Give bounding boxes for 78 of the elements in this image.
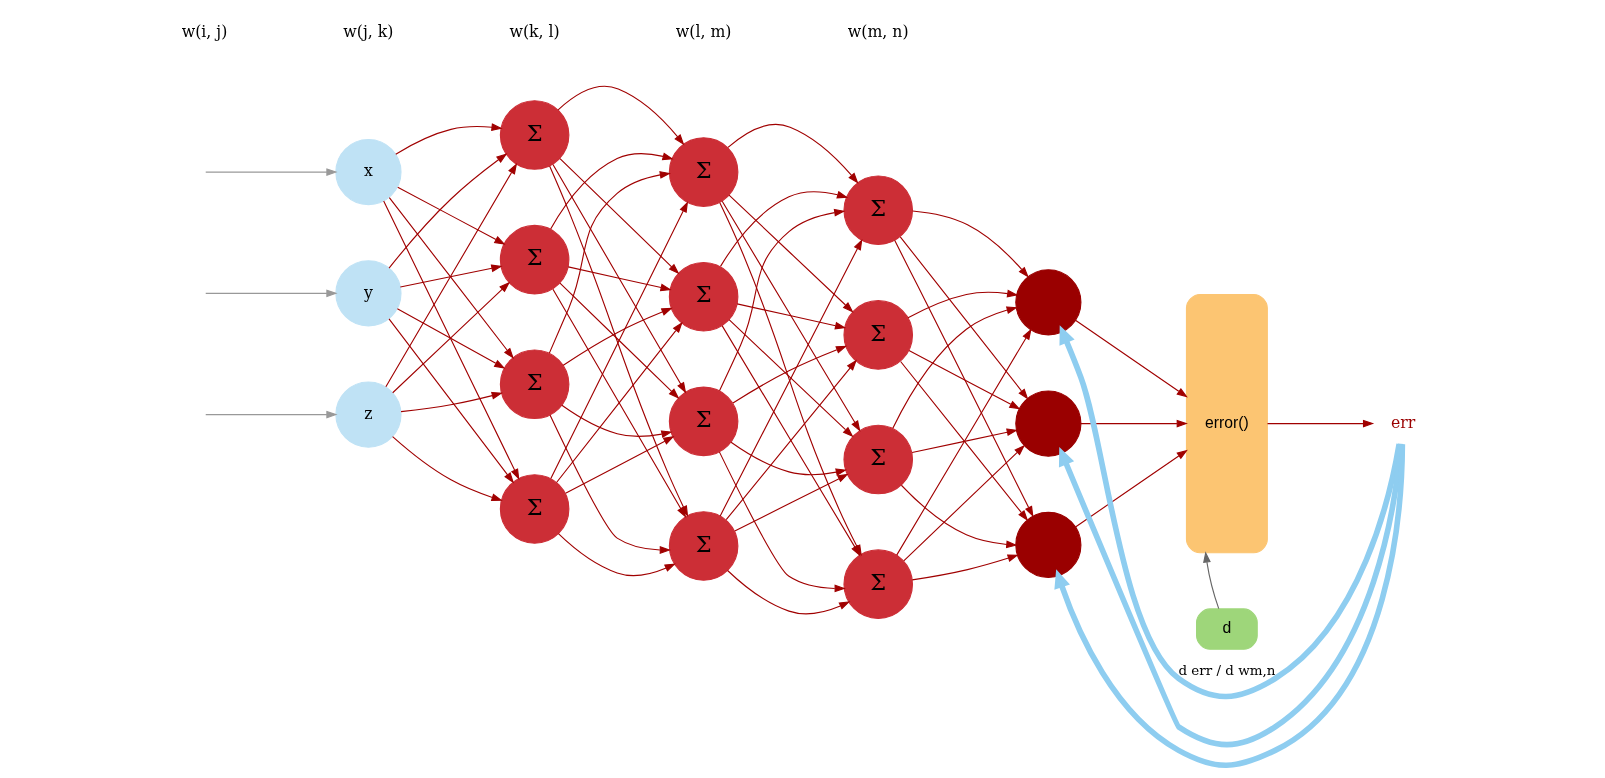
label: w(i, j) (181, 21, 227, 41)
arrow (387, 318, 514, 484)
label: w(m, n) (847, 21, 909, 41)
arrow (1074, 449, 1188, 528)
arrow (396, 186, 506, 245)
arrow (548, 171, 671, 354)
arrow (391, 281, 510, 394)
label: w(l, m) (675, 21, 731, 41)
arrow (899, 360, 1028, 522)
arrow (549, 201, 688, 479)
arrow (895, 328, 1032, 556)
node-box: error() (1185, 293, 1268, 554)
arrow (388, 197, 514, 359)
arrow (557, 85, 684, 146)
arrow (399, 264, 502, 288)
node-circle: x (334, 138, 402, 206)
arrow (899, 236, 1028, 400)
arrow (736, 303, 846, 330)
arrow (900, 484, 1017, 549)
arrow (204, 410, 338, 419)
node-circle: Σ (668, 137, 738, 207)
arrow (728, 319, 854, 438)
node-circle (1014, 269, 1081, 336)
arrow (558, 158, 679, 275)
arrow (1266, 419, 1374, 428)
arrow (731, 345, 847, 404)
node-circle: Σ (499, 100, 569, 170)
arrow (718, 208, 845, 392)
arrow (400, 391, 503, 413)
node-box: d (1195, 608, 1258, 650)
arrow (728, 194, 854, 313)
arrow (721, 200, 860, 432)
arrow (549, 152, 674, 230)
arrow (384, 162, 517, 388)
arrow (1202, 551, 1219, 610)
arrow (911, 210, 1029, 278)
arrow (204, 289, 338, 298)
arrow (204, 168, 338, 176)
node-circle: Σ (842, 175, 913, 246)
arrow (907, 350, 1020, 410)
arrow (911, 428, 1018, 454)
arrow (557, 533, 676, 577)
label: w(k, l) (508, 21, 560, 41)
arrow (719, 238, 862, 517)
arrow (718, 451, 846, 593)
arrow (396, 308, 505, 369)
edge-label: d err / d wm,n (1177, 661, 1275, 678)
arrow (555, 321, 683, 484)
arrow (551, 164, 686, 394)
arrow (558, 282, 679, 399)
node-circle: Σ (668, 511, 738, 581)
arrow (564, 436, 674, 494)
node-circle: y (334, 260, 402, 327)
node-text: err (1390, 412, 1415, 432)
arrow (391, 436, 503, 502)
arrow (727, 124, 858, 184)
arrow (911, 554, 1019, 581)
arrow (560, 404, 673, 438)
arrow (891, 306, 1018, 429)
arrow (726, 569, 850, 615)
arrow (567, 266, 672, 292)
arrow (548, 414, 671, 554)
arrow (902, 444, 1025, 562)
arrow (1074, 319, 1188, 398)
arrow (394, 123, 503, 155)
node-circle: Σ (842, 549, 913, 619)
arrow (907, 289, 1018, 319)
label: w(j, k) (342, 21, 393, 41)
arrow (388, 153, 507, 269)
arrow (1079, 419, 1188, 428)
arrow (382, 200, 519, 480)
node-circle: z (334, 381, 402, 448)
arrow (562, 307, 673, 366)
arrow (730, 441, 847, 477)
arrow (893, 239, 1033, 518)
arrow (725, 359, 857, 521)
arrow (719, 190, 848, 267)
arrow (733, 473, 849, 532)
